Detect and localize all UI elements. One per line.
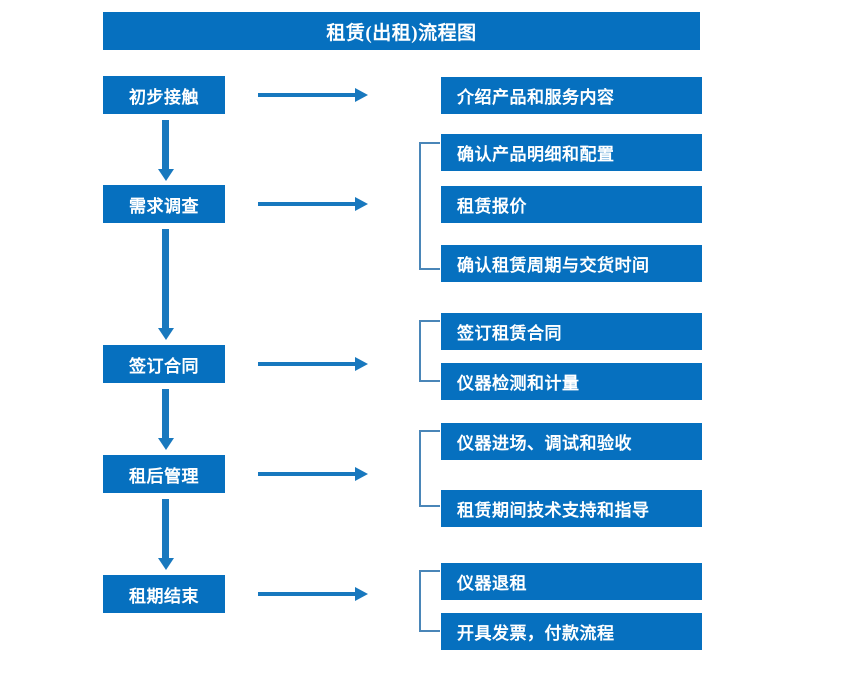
task-box-sign-lease-contract[interactable]: 签订租赁合同 (441, 313, 702, 350)
down-arrow-2 (162, 229, 169, 329)
task-box-lease-quotation[interactable]: 租赁报价 (441, 186, 702, 223)
stage-box-demand-survey[interactable]: 需求调查 (103, 185, 225, 223)
right-arrow-3 (258, 362, 356, 366)
stage-box-sign-contract[interactable]: 签订合同 (103, 345, 225, 383)
task-box-instrument-inspection[interactable]: 仪器检测和计量 (441, 363, 702, 400)
task-box-technical-support[interactable]: 租赁期间技术支持和指导 (441, 490, 702, 527)
right-arrow-2 (258, 202, 356, 206)
down-arrow-3 (162, 389, 169, 439)
stage-box-lease-end[interactable]: 租期结束 (103, 575, 225, 613)
task-box-invoice-payment[interactable]: 开具发票，付款流程 (441, 613, 702, 650)
right-arrow-5 (258, 592, 356, 596)
down-arrow-1 (162, 120, 169, 170)
right-arrow-1 (258, 93, 356, 97)
task-box-introduce-products[interactable]: 介绍产品和服务内容 (441, 77, 702, 114)
task-box-instrument-entry[interactable]: 仪器进场、调试和验收 (441, 423, 702, 460)
stage-box-preliminary-contact[interactable]: 初步接触 (103, 76, 225, 114)
bracket-lease-end (419, 570, 440, 632)
down-arrow-4 (162, 499, 169, 559)
page-title: 租赁(出租)流程图 (103, 12, 700, 50)
bracket-demand-survey (419, 142, 440, 270)
right-arrow-4 (258, 472, 356, 476)
bracket-post-lease-management (419, 430, 440, 507)
task-box-instrument-return[interactable]: 仪器退租 (441, 563, 702, 600)
stage-box-post-lease-management[interactable]: 租后管理 (103, 455, 225, 493)
task-box-confirm-lease-period[interactable]: 确认租赁周期与交货时间 (441, 245, 702, 282)
task-box-confirm-product-details[interactable]: 确认产品明细和配置 (441, 134, 702, 171)
bracket-sign-contract (419, 320, 440, 382)
